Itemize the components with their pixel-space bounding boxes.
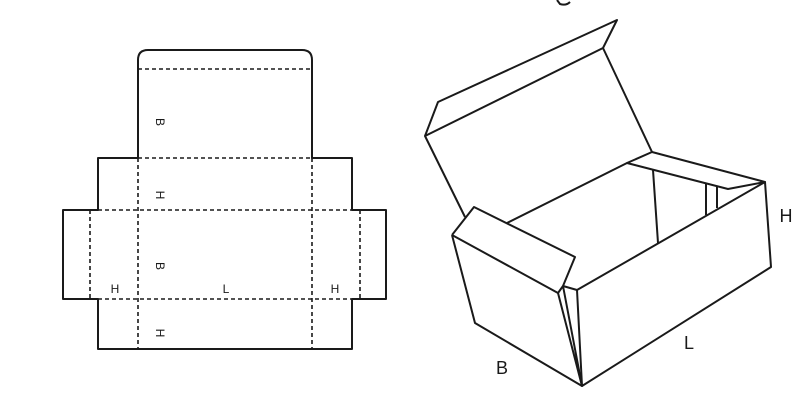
partial-letter xyxy=(556,0,571,6)
net-label-bottom-band: H xyxy=(153,329,167,338)
front-panel xyxy=(576,181,772,387)
net-label-top-band: H xyxy=(153,191,167,200)
side-panel xyxy=(451,234,583,387)
net-label-top-flap: B xyxy=(153,118,167,126)
inner-corner xyxy=(652,169,718,244)
net-label-right: H xyxy=(331,282,340,296)
box-label-width: B xyxy=(496,358,508,378)
back-edge xyxy=(506,162,628,224)
box-net-dieline: B H B H H L H xyxy=(62,49,387,350)
right-flap xyxy=(626,151,766,190)
net-outline xyxy=(62,49,387,350)
lid xyxy=(424,19,653,218)
net-label-left: H xyxy=(111,282,120,296)
box-label-length: L xyxy=(684,333,694,353)
net-label-center-l: L xyxy=(223,282,230,296)
assembled-box-drawing: B L H xyxy=(424,0,793,387)
box-label-height: H xyxy=(780,206,793,226)
net-label-center-b: B xyxy=(153,262,167,270)
